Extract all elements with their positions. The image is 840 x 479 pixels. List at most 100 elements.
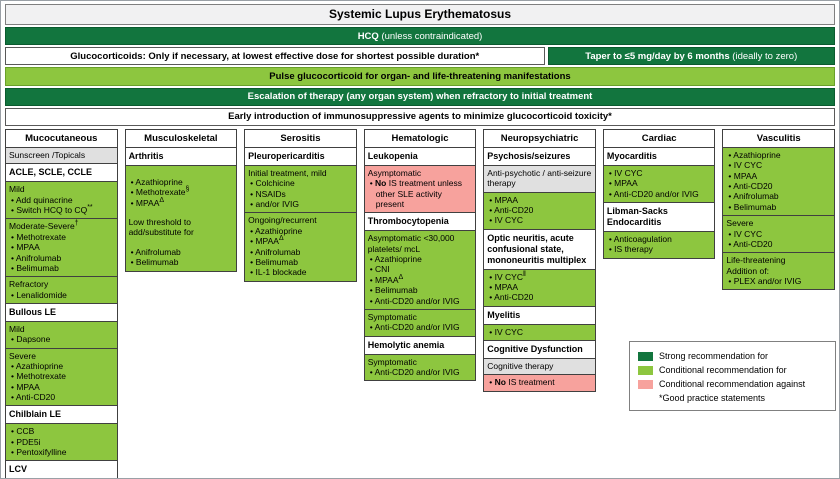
legend-item: Conditional recommendation against (638, 379, 827, 389)
bar-segment-escalation: Escalation of therapy (any organ system)… (5, 87, 835, 106)
block-line: • MPAA (728, 170, 758, 181)
block-line: Cognitive therapy (487, 361, 554, 372)
block-line: Hemolytic anemia (367, 339, 445, 350)
block-line: • Lenalidomide (11, 289, 67, 300)
block-line: • PLEX and/or IVIG (728, 275, 802, 286)
bar-row: Early introduction of immunosuppressive … (5, 107, 835, 127)
treatment-block: Severe• Azathioprine• Methotrexate• MPAA… (5, 347, 118, 407)
block-line: Severe (9, 350, 36, 361)
treatment-block: Cognitive Dysfunction (483, 340, 596, 360)
block-line: LCV (9, 464, 27, 475)
treatment-block: Psychosis/seizures (483, 147, 596, 166)
block-line: Initial treatment, mild (248, 167, 327, 178)
block-line: • Pentoxifylline (11, 447, 67, 458)
treatment-block: Anti-psychotic / anti-seizure therapy (483, 164, 596, 193)
block-line: Severe (726, 218, 754, 229)
treatment-block: • IV CYC• MPAA• Anti-CD20 and/or IVIG (602, 164, 716, 204)
block-line: • Belimumab (250, 256, 298, 267)
block-line: • Anifrolumab (11, 252, 62, 263)
block-line: • Anti-CD20 (489, 292, 534, 303)
block-line: • Colchicine (250, 178, 295, 189)
block-line: • Azathioprine (250, 225, 303, 236)
block-line: Anti-psychotic / anti-seizure therapy (487, 167, 592, 189)
block-line: • Anti-CD20 and/or IVIG (369, 366, 460, 377)
block-line: • NSAIDs (250, 188, 286, 199)
block-spacer (129, 238, 234, 247)
treatment-block: Asymptomatic <30,000 platelets/ mcL• Aza… (363, 230, 477, 310)
block-line: • MPAA (608, 178, 638, 189)
block-line: • Anifrolumab (130, 246, 181, 257)
block-line: • MPAA (489, 194, 519, 205)
treatment-block: • IV CYC (483, 323, 596, 342)
legend-swatch (638, 394, 653, 403)
bar-segment-pulse-glucocorticoid: Pulse glucocorticoid for organ- and life… (5, 67, 835, 86)
legend-label: Conditional recommendation for (659, 365, 787, 375)
block-line: • Add quinacrine (11, 194, 73, 205)
block-line: • CNI (369, 264, 390, 275)
block-line: Optic neuritis, acute confusional state,… (487, 232, 587, 265)
legend-swatch (638, 351, 653, 361)
treatment-block: • MPAA• Anti-CD20• IV CYC (483, 191, 596, 230)
legend-item: *Good practice statements (638, 393, 827, 403)
block-line: • IV CYC (728, 160, 763, 171)
block-line: • Anti-CD20 and/or IVIG (369, 322, 460, 333)
block-line: Asymptomatic (367, 167, 422, 178)
block-line: • Methotrexate (11, 231, 66, 242)
treatment-block: Thrombocytopenia (363, 212, 477, 232)
block-line: • IL-1 blockade (250, 267, 307, 278)
block-line: • Anticoagulation (608, 234, 672, 244)
block-line: • Anifrolumab (728, 191, 779, 202)
figure-title: Systemic Lupus Erythematosus (5, 4, 835, 25)
block-line: Low threshold to add/substitute for (128, 217, 194, 238)
treatment-block: Refractory• Lenalidomide (5, 276, 118, 304)
treatment-block: Symptomatic• Anti-CD20 and/or IVIG (363, 308, 477, 337)
column-header-neuropsychiatric: Neuropsychiatric (483, 129, 596, 149)
treatment-block: • IV CYC‖• MPAA• Anti-CD20 (483, 268, 596, 307)
treatment-block: Arthritis (124, 147, 238, 166)
block-line: • MPAAΔ (250, 235, 284, 247)
treatment-block: • No IS treatment (483, 374, 596, 392)
block-line: Myocarditis (606, 151, 657, 162)
column-vasculitis: Vasculitis• Azathioprine• IV CYC• MPAA• … (722, 129, 835, 291)
block-line: Arthritis (128, 151, 164, 162)
block-line: Symptomatic (367, 311, 417, 322)
block-spacer (129, 208, 234, 217)
block-line: • IV CYC (489, 215, 523, 226)
block-line: • IS therapy (608, 244, 653, 255)
block-line: Ongoing/recurrent (248, 215, 317, 226)
block-line: Myelitis (487, 309, 521, 320)
bar-segment-glucocorticoids: Glucocorticoids: Only if necessary, at l… (5, 47, 545, 66)
bar-segment-hcq: HCQ (unless contraindicated) (5, 27, 835, 46)
block-line: Moderate-Severe† (9, 220, 79, 232)
treatment-block: Chilblain LE (5, 405, 118, 425)
column-header-mucocutaneous: Mucocutaneous (5, 129, 118, 149)
column-header-cardiac: Cardiac (602, 129, 716, 149)
legend-label: *Good practice statements (659, 393, 766, 403)
block-line: Asymptomatic <30,000 platelets/ mcL (367, 233, 455, 254)
top-bars: HCQ (unless contraindicated)Glucocortico… (5, 27, 835, 127)
column-header-vasculitis: Vasculitis (722, 129, 835, 149)
bar-segment-taper: Taper to ≤5 mg/day by 6 months (ideally … (547, 47, 835, 66)
block-line: • Anti-CD20 and/or IVIG (369, 295, 460, 306)
treatment-block: Symptomatic• Anti-CD20 and/or IVIG (363, 353, 477, 382)
treatment-block: Severe• IV CYC• Anti-CD20 (722, 215, 835, 254)
treatment-block: Optic neuritis, acute confusional state,… (483, 228, 596, 270)
block-line: Thrombocytopenia (367, 216, 449, 227)
block-line: • MPAAΔ (369, 274, 404, 285)
block-line: Life-threatening (726, 255, 786, 266)
block-line: • IV CYC‖ (489, 270, 526, 282)
block-line: • IV CYC (728, 228, 763, 239)
treatment-block: Sunscreen /Topicals (5, 147, 118, 165)
block-line: • Anti-CD20 (489, 205, 534, 216)
block-line: Addition of: (726, 265, 769, 276)
column-header-serositis: Serositis (244, 129, 357, 149)
treatment-block: Ongoing/recurrent• Azathioprine• MPAAΔ • … (244, 212, 357, 282)
treatment-block: Libman-Sacks Endocarditis (602, 202, 716, 232)
block-line: • Anti-CD20 (11, 392, 56, 403)
